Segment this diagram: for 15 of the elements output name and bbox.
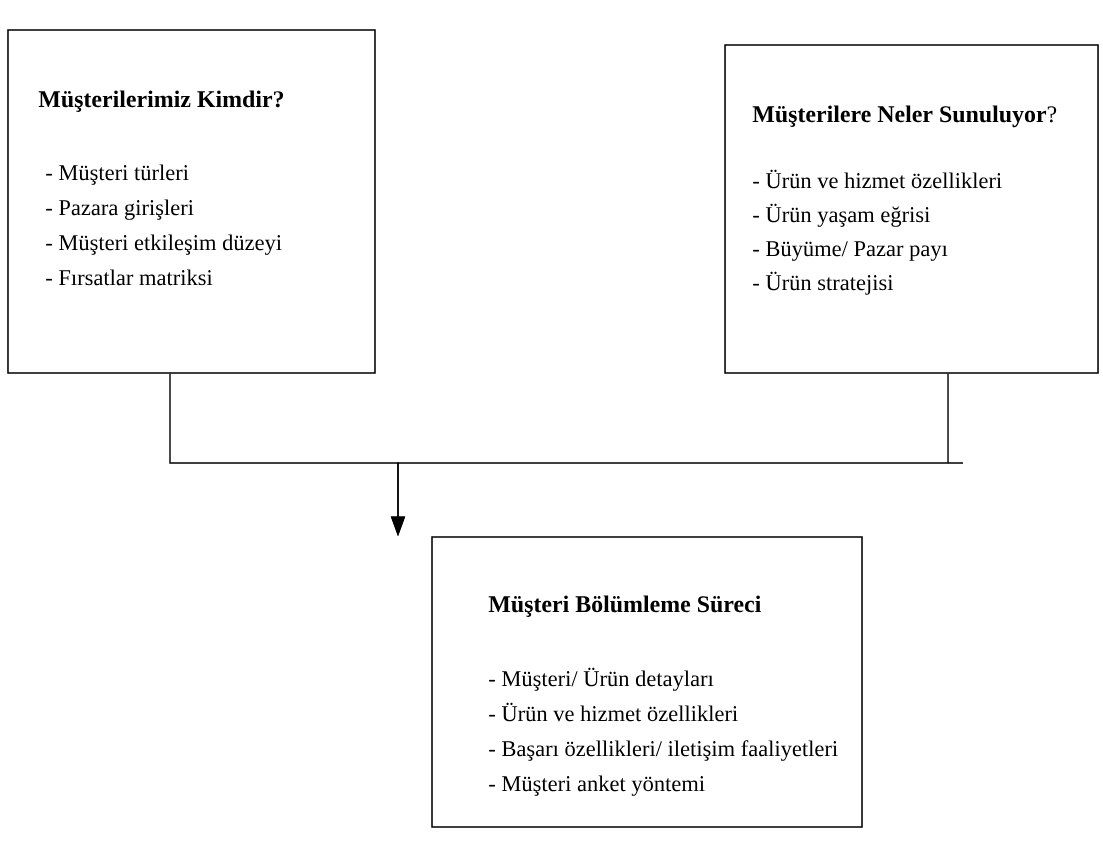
heading: Müşterilerimiz Kimdir? <box>38 90 284 112</box>
list-item: - Fırsatlar matriksi <box>46 269 213 286</box>
list-item: - Müşteri anket yöntemi <box>489 775 705 796</box>
heading: Müşterilere Neler Sunuluyor? <box>752 105 1057 128</box>
list-item: - Ürün ve hizmet özellikleri <box>753 169 1002 189</box>
list-item: - Pazara girişleri <box>46 199 194 220</box>
list-item: - Müşteri/ Ürün detayları <box>489 667 714 691</box>
list-item: - Başarı özellikleri/ iletişim faaliyetleri <box>489 740 838 761</box>
list-item: - Müşteri etkileşim düzeyi <box>46 234 282 255</box>
heading: Müşteri Bölümleme Süreci <box>488 595 761 617</box>
list-item: - Müşteri türleri <box>46 164 189 185</box>
list-item: - Büyüme/ Pazar payı <box>753 241 948 261</box>
list-item: - Ürün stratejisi <box>753 271 894 295</box>
list-item: - Ürün ve hizmet özellikleri <box>489 702 738 722</box>
list-item: - Ürün yaşam eğrisi <box>753 203 930 227</box>
